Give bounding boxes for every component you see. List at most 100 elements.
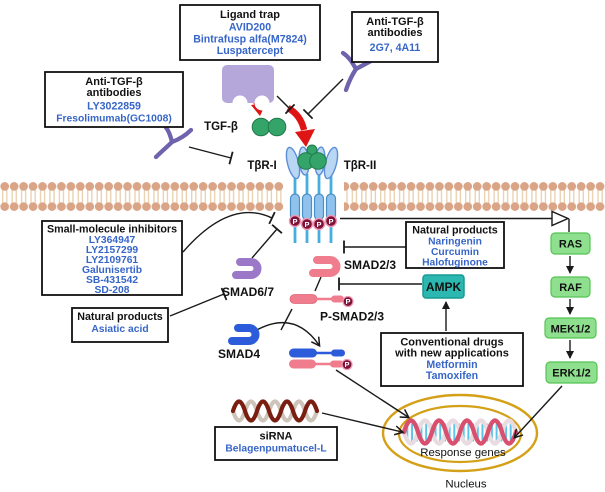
- open-arrowhead: [551, 210, 570, 227]
- ligand-trap-box: [179, 4, 321, 61]
- ampk-box: [422, 274, 465, 299]
- tbr2-label: TβR-II: [344, 160, 377, 172]
- drug-name: Tamoxifen: [426, 370, 478, 382]
- smad4-molecule: [228, 324, 260, 345]
- drug-name: Luspatercept: [217, 45, 284, 57]
- smad67-molecule: [232, 258, 262, 279]
- phospho-smad23-molecule: P: [289, 294, 354, 308]
- right-antibody-inhibition: [302, 78, 344, 120]
- conventional-title2: with new applications: [394, 348, 509, 360]
- ras-label: RAS: [559, 239, 582, 251]
- ampk-label: AMPK: [426, 280, 462, 294]
- drug-name: Bintrafusp alfa(M7824): [193, 34, 307, 46]
- conventional-title: Conventional drugs: [400, 337, 503, 349]
- drug-name: LY2109761: [86, 255, 139, 266]
- erk-label: ERK1/2: [552, 368, 591, 380]
- raf-box: [550, 276, 591, 298]
- kinase-cascade: RAS RAF MEK1/2 ERK1/2: [544, 232, 598, 384]
- smad4-psmad23-complex: P: [289, 348, 353, 371]
- inhibition-lines: [169, 78, 422, 317]
- phospho-label: P: [316, 220, 321, 229]
- drug-name: Belagenpumatucel-L: [225, 444, 326, 455]
- smad-transitions: [254, 276, 322, 348]
- pathway-labels: TGF-β TβR-I TβR-II SMAD6/7 SMAD2/3 P-SMA…: [204, 121, 506, 491]
- phospho-label: P: [345, 297, 350, 306]
- tbr1-label: TβR-I: [247, 160, 276, 172]
- small-molecule-box: [41, 220, 183, 296]
- drug-name: AVID200: [229, 22, 271, 34]
- drug-name: SB-431542: [86, 275, 138, 286]
- anti-tgfb-right-box: [351, 11, 439, 63]
- noncanonical-route: [340, 210, 574, 359]
- natural-products-left-box: [71, 307, 169, 343]
- small-molecule-title: Small-molecule inhibitors: [47, 224, 177, 236]
- smad4-label: SMAD4: [218, 347, 260, 361]
- phospho-label: P: [344, 360, 349, 369]
- free-tgfb-ligand: [251, 117, 287, 137]
- psmad23-label: P-SMAD2/3: [320, 310, 384, 324]
- drug-name: Curcumin: [431, 247, 479, 258]
- drug-name: Naringenin: [428, 237, 482, 248]
- drug-name: LY364947: [89, 235, 136, 246]
- phospho-label: P: [292, 217, 297, 226]
- asiatic-acid-inhibition: [169, 287, 228, 317]
- bound-tgfb-ligand: [297, 144, 327, 170]
- phospho-label: P: [304, 220, 309, 229]
- anti-tgfb-right-title2: antibodies: [367, 27, 422, 39]
- drug-name: Galunisertib: [82, 265, 142, 276]
- antibody-icon-left: [153, 121, 194, 160]
- anti-tgfb-left-title2: antibodies: [86, 87, 141, 99]
- annotation-boxes: Ligand trap AVID200 Bintrafusp alfa(M782…: [41, 4, 524, 461]
- raf-label: RAF: [559, 282, 582, 294]
- natural-products-right-box: [405, 221, 505, 269]
- erk-box: [545, 361, 598, 384]
- ampk-node: AMPK: [422, 274, 465, 331]
- ras-box: [550, 232, 591, 255]
- drug-name: SD-208: [95, 285, 130, 296]
- sirna-helix: [230, 399, 320, 423]
- phospho-label: P: [328, 217, 333, 226]
- natural-left-title: Natural products: [77, 311, 163, 323]
- anti-tgfb-left-box: [44, 71, 184, 128]
- nucleus-graphic: [381, 393, 539, 473]
- drug-name: 2G7, 4A11: [370, 42, 421, 54]
- natural-right-title: Natural products: [412, 225, 498, 237]
- drug-name: Fresolimumab(GC1008): [56, 114, 172, 125]
- ligand-trap-inhibition: [276, 95, 296, 115]
- erk-to-nucleus-arrow: [513, 385, 563, 439]
- anti-tgfb-left-title: Anti-TGF-β: [85, 76, 143, 88]
- smad23-molecule: [309, 256, 341, 277]
- drug-name: LY3022859: [87, 101, 141, 113]
- sirna-to-nucleus-arrow: [321, 412, 405, 436]
- psmad23-complex-step: [280, 308, 293, 331]
- smad23-label: SMAD2/3: [344, 258, 396, 272]
- smad-molecules: [228, 256, 341, 345]
- sirna-box: [214, 426, 338, 461]
- tgfb-receptor-complex: P P P P: [285, 144, 339, 243]
- sirna-title: siRNA: [259, 431, 292, 443]
- ligand-trap-icon: [222, 65, 274, 111]
- dna-strand-pink: [401, 418, 519, 446]
- smad23-phosphorylation-step: [314, 276, 322, 292]
- tgfb-label: TGF-β: [204, 121, 238, 133]
- smad67-inhibition: [251, 224, 283, 259]
- left-antibody-inhibition: [188, 146, 234, 165]
- red-arrowhead: [295, 129, 315, 147]
- drug-name: Halofuginone: [422, 258, 488, 269]
- drug-name: Asiatic acid: [91, 324, 148, 335]
- mek-label: MEK1/2: [551, 324, 591, 336]
- ligand-to-receptor-arrow: [286, 105, 308, 131]
- smad4-join-arrow: [254, 322, 321, 348]
- anti-tgfb-right-title: Anti-TGF-β: [366, 16, 424, 28]
- complex-to-nucleus-arrow: [335, 369, 411, 419]
- mek-box: [544, 317, 597, 339]
- conventional-drugs-box: [380, 332, 524, 387]
- response-genes-label: Response genes: [420, 447, 506, 459]
- drug-name: Metformin: [426, 359, 477, 371]
- drug-name: LY2157299: [86, 245, 139, 256]
- smad67-label: SMAD6/7: [222, 285, 274, 299]
- ligand-trap-title: Ligand trap: [220, 9, 280, 21]
- nucleus-label: Nucleus: [445, 479, 486, 491]
